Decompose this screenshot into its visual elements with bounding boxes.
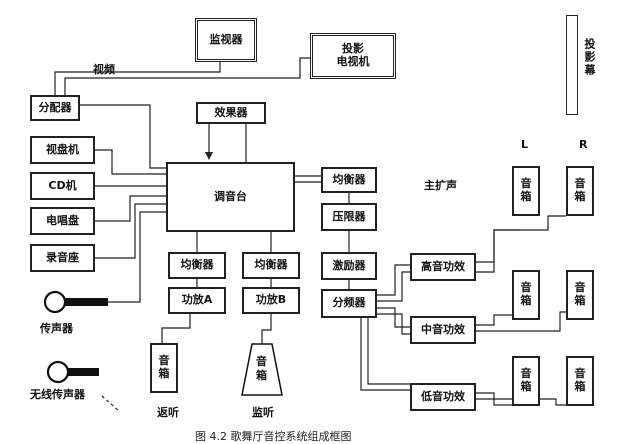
main-pa-label: 主扩声 (424, 179, 457, 192)
monitor-speaker-text: 音 箱 (256, 355, 267, 382)
figure-caption: 图 4.2 歌舞厅音控系统组成框图 (195, 430, 352, 443)
return-label: 返听 (157, 406, 179, 419)
return-speaker-label: 音 箱 (158, 354, 170, 380)
record-player-box: 电唱盘 (30, 207, 95, 235)
video-label: 视频 (93, 63, 115, 76)
high-amp-box: 高音功效 (410, 253, 476, 281)
wire-mic-mixer (108, 211, 166, 303)
exciter-label: 激励器 (332, 258, 366, 272)
low-amp-box: 低音功效 (410, 383, 476, 411)
wire-ampb-speaker (261, 314, 272, 344)
screen-label: 投影幕 (583, 38, 596, 77)
speaker-left-high-label: 音 箱 (520, 177, 532, 203)
wire-ampa-speaker (161, 314, 191, 343)
projector-tv-label: 投影 电视机 (336, 42, 370, 68)
wire-mid-right (476, 311, 566, 332)
mid-amp-label: 中音功效 (421, 322, 465, 336)
listen-label: 监听 (252, 406, 274, 419)
wire-crossover-high-2 (377, 271, 410, 302)
cd-player-box: CD机 (30, 172, 95, 200)
vcd-player-label: 视盘机 (46, 142, 79, 156)
speaker-right-high-label: 音 箱 (574, 177, 586, 203)
wire-crossover-high (377, 264, 410, 296)
speaker-left-mid: 音 箱 (512, 270, 540, 320)
wire-crossover-low-2 (367, 318, 410, 385)
eq-b-label: 均衡器 (254, 258, 288, 272)
low-amp-label: 低音功效 (421, 389, 465, 403)
return-speaker-box: 音 箱 (150, 343, 178, 393)
tape-deck-label: 录音座 (46, 250, 79, 264)
speaker-right-low-label: 音 箱 (574, 367, 586, 393)
wire-distributor-mixer (80, 104, 166, 169)
wire-wireless-signal (101, 395, 121, 413)
amp-a-label: 功放A (181, 293, 213, 307)
speaker-left-mid-label: 音 箱 (520, 281, 532, 307)
wire-crossover-low (360, 318, 410, 391)
amp-b-label: 功放B (255, 293, 287, 307)
record-player-label: 电唱盘 (46, 213, 79, 227)
projector-tv-box: 投影 电视机 (310, 33, 396, 79)
wire-vcd-mixer (95, 149, 166, 175)
monitor-label: 监视器 (209, 32, 243, 46)
right-channel-label: R (579, 138, 588, 151)
left-channel-label: L (521, 138, 529, 151)
tape-deck-box: 录音座 (30, 244, 95, 272)
wire-record-mixer (95, 195, 166, 222)
eq-a-box: 均衡器 (168, 252, 226, 279)
wire-mid-left (476, 314, 512, 326)
speaker-left-high: 音 箱 (512, 166, 540, 216)
monitor-box: 监视器 (195, 18, 257, 62)
eq-main-box: 均衡器 (321, 167, 377, 193)
speaker-right-low: 音 箱 (566, 356, 594, 406)
distributor-box: 分配器 (30, 95, 80, 121)
microphone-label: 传声器 (40, 322, 73, 335)
wire-distributor-projector (64, 57, 310, 95)
crossover-box: 分频器 (321, 289, 377, 318)
wire-distributor-monitor (54, 62, 221, 95)
speaker-right-high: 音 箱 (566, 166, 594, 216)
eq-b-box: 均衡器 (242, 252, 300, 279)
speaker-left-low-label: 音 箱 (520, 367, 532, 393)
wire-high-left (476, 229, 520, 263)
limiter-label: 压限器 (332, 209, 366, 223)
exciter-box: 激励器 (321, 252, 377, 280)
eq-a-label: 均衡器 (180, 258, 214, 272)
wire-crossover-mid-2 (377, 313, 410, 335)
speaker-right-mid-label: 音 箱 (574, 281, 586, 307)
high-amp-label: 高音功效 (421, 259, 465, 273)
mid-amp-box: 中音功效 (410, 316, 476, 344)
monitor-speaker-shape (241, 343, 283, 396)
crossover-label: 分频器 (332, 296, 366, 310)
screen-box (566, 15, 578, 115)
eq-main-label: 均衡器 (332, 172, 366, 186)
effects-label: 效果器 (214, 105, 248, 119)
speaker-left-low: 音 箱 (512, 356, 540, 406)
speaker-right-mid: 音 箱 (566, 270, 594, 320)
wire-crossover-mid (377, 307, 410, 328)
distributor-label: 分配器 (38, 100, 72, 114)
wireless-mic-label: 无线传声器 (30, 388, 85, 401)
mixer-box: 调音台 (166, 162, 295, 232)
wireless-microphone-icon (46, 360, 99, 384)
wire-high-right (476, 215, 566, 273)
amp-a-box: 功放A (168, 287, 226, 314)
mixer-label: 调音台 (214, 189, 247, 203)
wire-tape-mixer (95, 203, 166, 259)
effects-box: 效果器 (196, 102, 266, 124)
vcd-player-box: 视盘机 (30, 136, 95, 164)
microphone-icon (43, 290, 108, 314)
limiter-box: 压限器 (321, 203, 377, 231)
cd-player-label: CD机 (48, 178, 77, 192)
amp-b-box: 功放B (242, 287, 300, 314)
